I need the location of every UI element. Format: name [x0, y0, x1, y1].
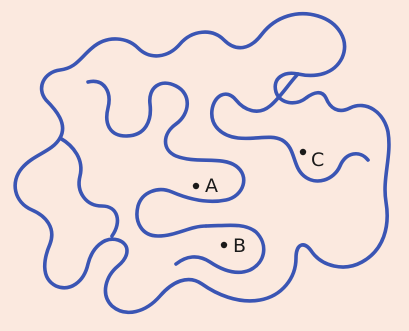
point-c-dot — [300, 149, 306, 155]
inner-wiggle-left — [60, 138, 117, 236]
closed-curve — [15, 14, 389, 313]
point-b-dot — [221, 242, 227, 248]
point-a-label: A — [205, 175, 218, 197]
inner-lobe-a — [88, 81, 244, 236]
point-b-label: B — [233, 235, 246, 257]
inner-lobe-b — [176, 225, 264, 272]
point-a-dot — [193, 183, 199, 189]
point-c-label: C — [311, 149, 324, 171]
